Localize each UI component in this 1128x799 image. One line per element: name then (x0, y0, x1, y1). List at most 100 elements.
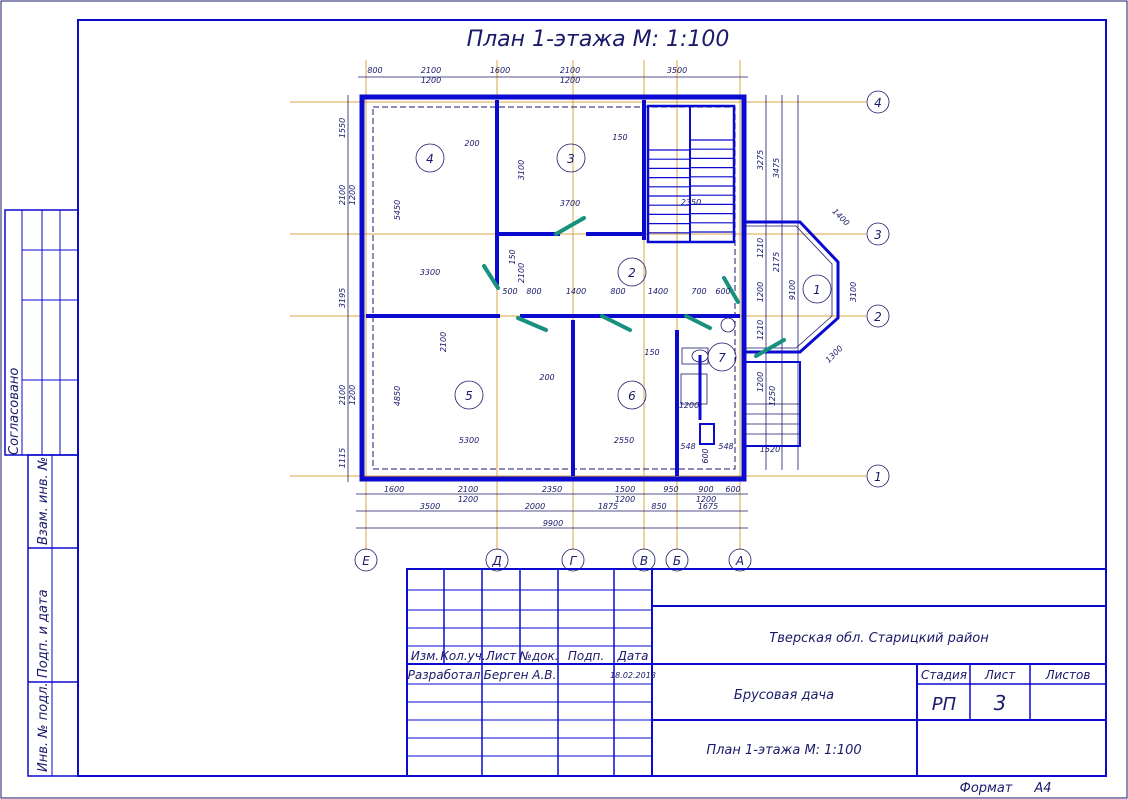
dim-interior: 1200 (679, 401, 699, 410)
dim-interior: 150 (612, 133, 627, 142)
tb-header: №док. (518, 649, 558, 663)
dim-right: 1250 (768, 386, 777, 406)
dim-right: 1200 (756, 372, 765, 392)
dim-bottom: 9900 (543, 519, 563, 528)
dim-bottom: 1500 (615, 485, 635, 494)
room-number: 3 (567, 152, 575, 166)
dim-interior: 1400 (648, 287, 668, 296)
dim-top: 2100 (421, 66, 441, 75)
room-number: 4 (426, 152, 434, 166)
dim-interior: 548 (718, 442, 733, 451)
dim-left: 1200 (348, 185, 357, 205)
dim-interior: 800 (610, 287, 625, 296)
dim-left: 1200 (348, 385, 357, 405)
dim-interior: 2100 (439, 332, 448, 352)
stage-value: РП (932, 694, 957, 715)
dim-interior: 3300 (420, 268, 440, 277)
dim-interior: 2350 (681, 198, 701, 207)
dim-top: 2100 (560, 66, 580, 75)
axis-number: 3 (874, 228, 882, 242)
axis-letter: В (640, 554, 648, 568)
dim-bottom: 1600 (384, 485, 404, 494)
axis-letter: Е (362, 554, 370, 568)
staircase (646, 104, 736, 244)
sheets-label: Листов (1045, 668, 1091, 682)
developer-label: Разработал (408, 668, 481, 682)
axis-number: 4 (874, 96, 882, 110)
axis-letter: Б (673, 554, 681, 568)
axis-number-markers: 4 3 2 1 (866, 90, 890, 488)
room-number: 2 (628, 266, 636, 280)
tb-header: Подп. (568, 649, 604, 663)
dim-interior: 800 (526, 287, 541, 296)
dim-interior: 5300 (459, 436, 479, 445)
dim-interior: 5450 (393, 200, 402, 220)
tb-header: Лист (485, 649, 517, 663)
dim-interior: 2550 (614, 436, 634, 445)
dim-interior: 200 (464, 139, 479, 148)
dim-bottom: 2100 (458, 485, 478, 494)
dim-bottom: 3500 (420, 502, 440, 511)
dim-interior: 500 (502, 287, 517, 296)
agreement-stamp: Согласовано (4, 209, 79, 456)
bathroom-fixtures (680, 317, 736, 445)
dim-interior: 150 (644, 348, 659, 357)
dim-interior: 2100 (517, 263, 526, 283)
bottom-dimensions: 1600 2100 1200 2350 1500 1200 950 900 12… (384, 485, 741, 528)
dim-interior: 700 (691, 287, 706, 296)
building-walls (359, 94, 747, 482)
tb-header: Дата (616, 649, 648, 663)
room-number: 5 (465, 389, 473, 403)
dim-interior: 3100 (849, 282, 858, 302)
dim-right: 2175 (772, 252, 781, 272)
project-name: Брусовая дача (734, 688, 834, 703)
axis-letter: А (735, 554, 744, 568)
dim-bottom: 1875 (598, 502, 618, 511)
dim-left: 1115 (338, 448, 347, 468)
entrance-steps (743, 361, 801, 447)
dim-top: 1200 (560, 76, 580, 85)
dim-top: 3500 (667, 66, 687, 75)
project-location: Тверская обл. Старицкий район (769, 631, 989, 646)
top-dimensions: 800 2100 1200 1600 2100 1200 3500 (367, 66, 687, 85)
room-number: 6 (628, 389, 636, 403)
room-markers: 4 3 2 1 5 6 7 (415, 143, 832, 410)
dim-interior: 200 (539, 373, 554, 382)
stage-label: Стадия (921, 668, 967, 682)
dim-bottom: 1200 (615, 495, 635, 504)
dim-left: 1550 (338, 118, 347, 138)
bay-window (744, 220, 840, 354)
sheet-value: 3 (994, 691, 1007, 715)
agreed-label: Согласовано (7, 368, 22, 455)
sheet-label: Лист (984, 668, 1016, 682)
dim-bottom: 950 (663, 485, 678, 494)
left-dimensions: 1550 2100 1200 3195 2100 1200 1115 (338, 118, 357, 468)
dim-interior: 1400 (566, 287, 586, 296)
developer-name: Берген А.В. (484, 668, 557, 682)
dim-bottom: 1675 (698, 502, 718, 511)
room-number: 7 (718, 351, 726, 365)
dim-interior: 600 (701, 448, 710, 463)
dim-interior: 150 (508, 249, 517, 264)
dim-right: 1210 (756, 320, 765, 340)
dim-top: 1600 (490, 66, 510, 75)
dim-interior: 548 (680, 442, 695, 451)
axis-number: 1 (874, 470, 882, 484)
left-inventory-block: Взам. инв. № Подп. и дата Инв. № подл. (27, 454, 79, 777)
axis-number: 2 (874, 310, 882, 324)
dim-interior: 3700 (560, 199, 580, 208)
dim-top: 800 (367, 66, 382, 75)
dim-interior: 1300 (824, 344, 845, 365)
axis-letter: Г (570, 554, 578, 568)
inv-vzam-label: Взам. инв. № (36, 457, 51, 545)
door-swings (482, 216, 786, 358)
dim-bottom: 850 (651, 502, 666, 511)
dim-left: 3195 (338, 288, 347, 308)
dim-right: 3275 (756, 150, 765, 170)
title-block: Изм. Кол.уч. Лист №док. Подп. Дата Разра… (406, 568, 1107, 777)
dim-interior: 3100 (517, 160, 526, 180)
dim-left: 2100 (338, 185, 347, 205)
format-label: Формат (960, 781, 1013, 796)
tb-header: Кол.уч. (440, 649, 485, 663)
